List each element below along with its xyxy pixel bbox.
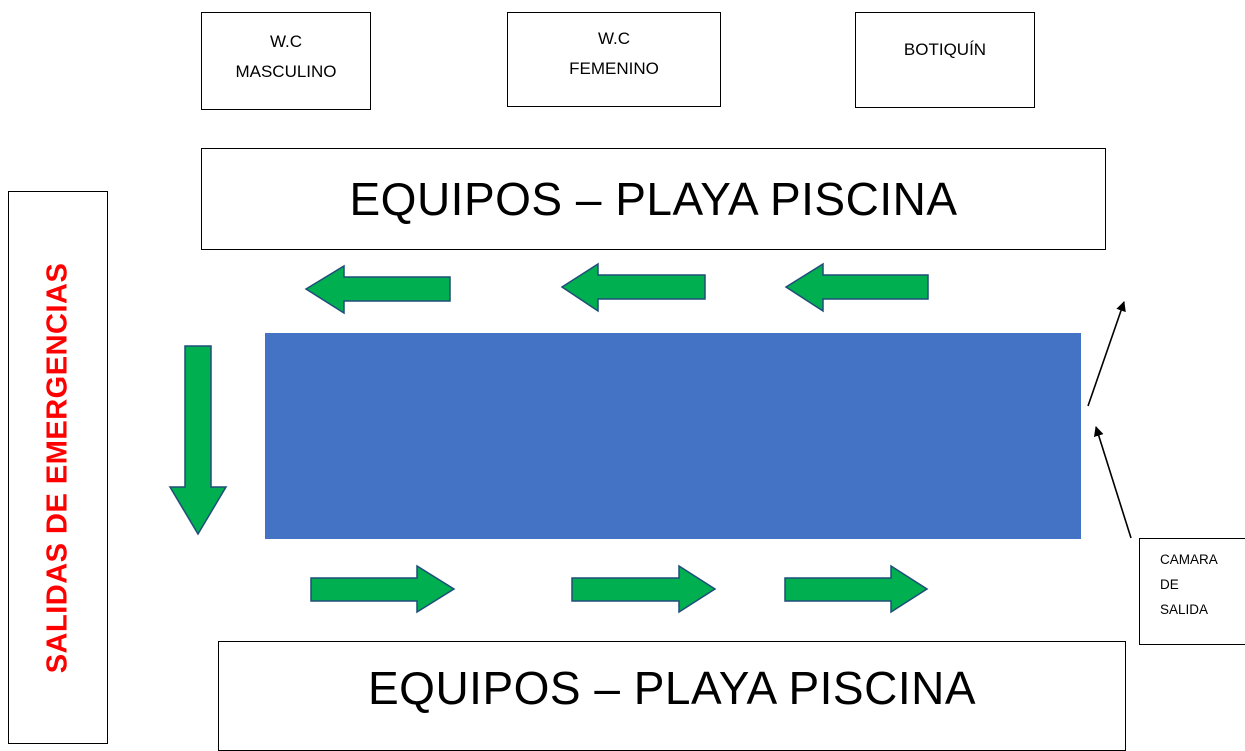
wc-femenino-box: W.C FEMENINO: [507, 12, 721, 107]
equipos-top-label: EQUIPOS – PLAYA PISCINA: [349, 173, 958, 225]
wc-masculino-line1: W.C: [269, 32, 303, 51]
flow-arrow-right: [310, 564, 456, 614]
camara-salida-box: CAMARA DE SALIDA: [1139, 538, 1245, 645]
camara-line2: DE: [1160, 577, 1179, 592]
botiquin-box: BOTIQUÍN: [855, 12, 1035, 108]
flow-arrow-left: [304, 264, 451, 315]
wc-femenino-line1: W.C: [597, 29, 631, 48]
equipos-bottom-box: EQUIPOS – PLAYA PISCINA: [218, 641, 1126, 751]
flow-arrow-left: [560, 262, 706, 313]
camara-line1: CAMARA: [1160, 552, 1218, 567]
wc-masculino-box: W.C MASCULINO: [201, 12, 371, 110]
flow-arrow-left: [784, 262, 929, 313]
flow-arrow-right: [571, 564, 717, 614]
flow-arrow-down: [168, 345, 228, 536]
salidas-emergencias-box: SALIDAS DE EMERGENCIAS: [8, 191, 108, 744]
pool: [265, 333, 1081, 539]
camara-line3: SALIDA: [1160, 602, 1209, 617]
wc-femenino-line2: FEMENINO: [569, 59, 659, 78]
equipos-top-box: EQUIPOS – PLAYA PISCINA: [201, 148, 1106, 250]
exit-pointer-arrow: [1087, 301, 1126, 407]
equipos-bottom-label: EQUIPOS – PLAYA PISCINA: [367, 662, 977, 714]
wc-masculino-line2: MASCULINO: [235, 62, 337, 81]
botiquin-label: BOTIQUÍN: [903, 40, 987, 59]
flow-arrow-right: [784, 564, 929, 614]
camera-pointer-arrow: [1093, 426, 1132, 539]
